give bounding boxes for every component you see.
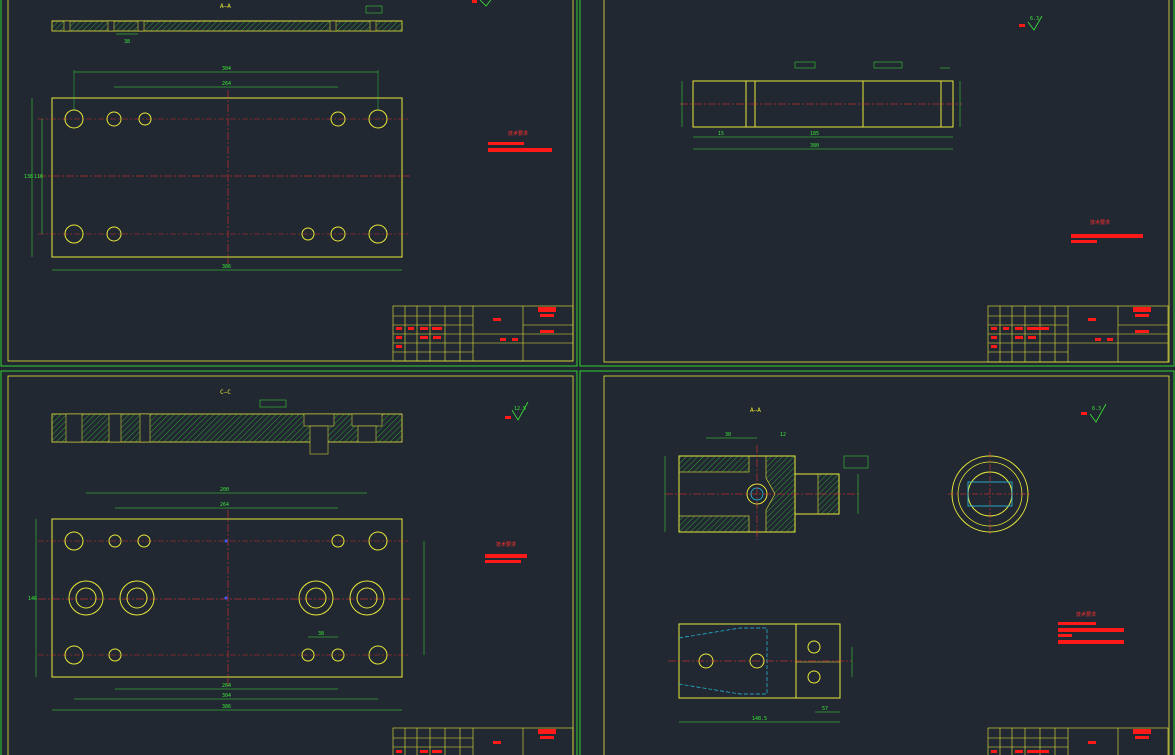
roughness-value: 6.3 xyxy=(1030,16,1039,22)
dim-top-width: 200 xyxy=(220,487,229,493)
dim-bottom-inner: 264 xyxy=(222,683,231,689)
center-point xyxy=(224,596,228,600)
dim-bottom-width: 386 xyxy=(222,264,231,270)
title-block xyxy=(987,305,1169,363)
sheet-top-right: 15 185 380 6.3 技术要求 xyxy=(680,15,1169,363)
tech-title: 技术要求 xyxy=(496,541,516,548)
tech-requirements: 技术要求 xyxy=(488,130,552,152)
tech-requirements: 技术要求 xyxy=(485,541,527,563)
roughness-value: 6.3 xyxy=(1092,406,1101,412)
roughness-symbol: 12.5 xyxy=(505,401,529,421)
dim-height: 146 xyxy=(28,596,37,602)
tech-title: 技术要求 xyxy=(508,130,528,137)
sheet-bottom-left: C—C 200 264 xyxy=(28,389,574,755)
tech-title: 技术要求 xyxy=(1090,219,1110,226)
roughness-value: 12.5 xyxy=(514,406,526,412)
dim-bottom-mid: 304 xyxy=(222,693,231,699)
end-view xyxy=(948,452,1032,536)
title-block-marks xyxy=(396,307,556,348)
dim-seg-a: 30 xyxy=(725,432,731,438)
section-label: A—A xyxy=(750,407,761,414)
roughness-symbol xyxy=(472,0,492,7)
shaft-dimensions xyxy=(681,61,961,150)
section-label: C—C xyxy=(220,389,231,396)
title-block xyxy=(392,305,574,362)
section-label: A—A xyxy=(220,3,231,10)
dim-seg-c: 57 xyxy=(822,706,828,712)
section-view: 30 12 xyxy=(664,432,869,540)
dim-total: 380 xyxy=(810,143,819,149)
tech-title: 技术要求 xyxy=(1076,611,1096,618)
dim-mid-seg: 185 xyxy=(810,131,819,137)
hole-group xyxy=(64,109,388,244)
title-block-marks xyxy=(991,729,1151,753)
center-point xyxy=(224,539,228,543)
dim-bottom-width: 148.5 xyxy=(752,716,767,722)
dim-spacing: 38 xyxy=(318,631,324,637)
roughness-symbol: 6.3 xyxy=(1081,403,1107,423)
section-view: A—A 38 xyxy=(51,3,403,45)
section-view: C—C xyxy=(51,389,403,455)
sheet-bottom-right: A—A 30 12 xyxy=(664,403,1169,755)
dim-inner-width: 264 xyxy=(220,502,229,508)
dim-inner-height: 116 xyxy=(34,174,43,180)
section-dim: 38 xyxy=(124,39,130,45)
dim-inner-width: 264 xyxy=(222,81,231,87)
dim-bottom-width: 386 xyxy=(222,704,231,710)
dim-top-width: 304 xyxy=(222,66,231,72)
title-block-marks xyxy=(396,729,556,753)
roughness-symbol: 6.3 xyxy=(1019,15,1043,31)
tech-requirements: 技术要求 xyxy=(1071,219,1143,243)
sheet-top-left: A—A 38 304 264 386 xyxy=(24,0,574,362)
title-block-marks xyxy=(991,307,1151,348)
dim-left-seg: 15 xyxy=(718,131,724,137)
dim-seg-b: 12 xyxy=(780,432,786,438)
dim-height: 138 xyxy=(24,174,33,180)
tech-requirements: 技术要求 xyxy=(1058,611,1124,644)
hole-group xyxy=(64,531,388,665)
plan-view: 304 264 386 138 116 xyxy=(24,66,410,271)
plan-view: 148.5 57 xyxy=(668,623,853,723)
plan-view: 200 264 264 304 386 38 146 xyxy=(28,487,425,711)
